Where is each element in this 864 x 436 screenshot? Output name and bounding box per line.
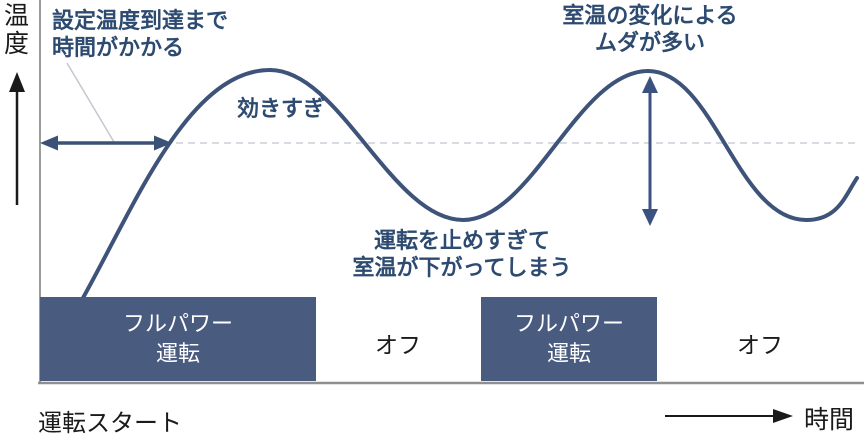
operation-start-label: 運転スタート <box>38 410 182 436</box>
time-to-reach-double-arrow <box>40 135 172 151</box>
annotation-temperature-waste: 室温の変化による ムダが多い <box>562 3 738 55</box>
phase-bar-full-power-1: フルパワー 運転 <box>40 297 316 381</box>
phase-bar-full-power-2: フルパワー 運転 <box>481 297 657 381</box>
annotation-leader-line <box>66 62 115 143</box>
y-axis-direction-arrow <box>9 72 25 205</box>
y-axis-label: 温度 <box>4 2 30 58</box>
temperature-curve <box>73 67 859 314</box>
x-axis-direction-arrow <box>665 409 793 423</box>
annotation-slow-to-reach: 設定温度到達まで 時間がかかる <box>52 8 229 60</box>
phase-label-full-power-2: フルパワー 運転 <box>513 311 624 366</box>
phase-label-off-2: オフ <box>737 332 783 358</box>
annotation-overcooling: 運転を止めすぎて 室温が下がってしまう <box>352 228 572 280</box>
x-axis-label: 時間 <box>804 406 855 434</box>
phase-label-full-power-1: フルパワー 運転 <box>122 311 233 366</box>
temperature-swing-double-arrow <box>642 76 658 226</box>
annotation-overshoot: 効きすぎ <box>237 96 326 121</box>
phase-label-off-1: オフ <box>375 332 421 358</box>
